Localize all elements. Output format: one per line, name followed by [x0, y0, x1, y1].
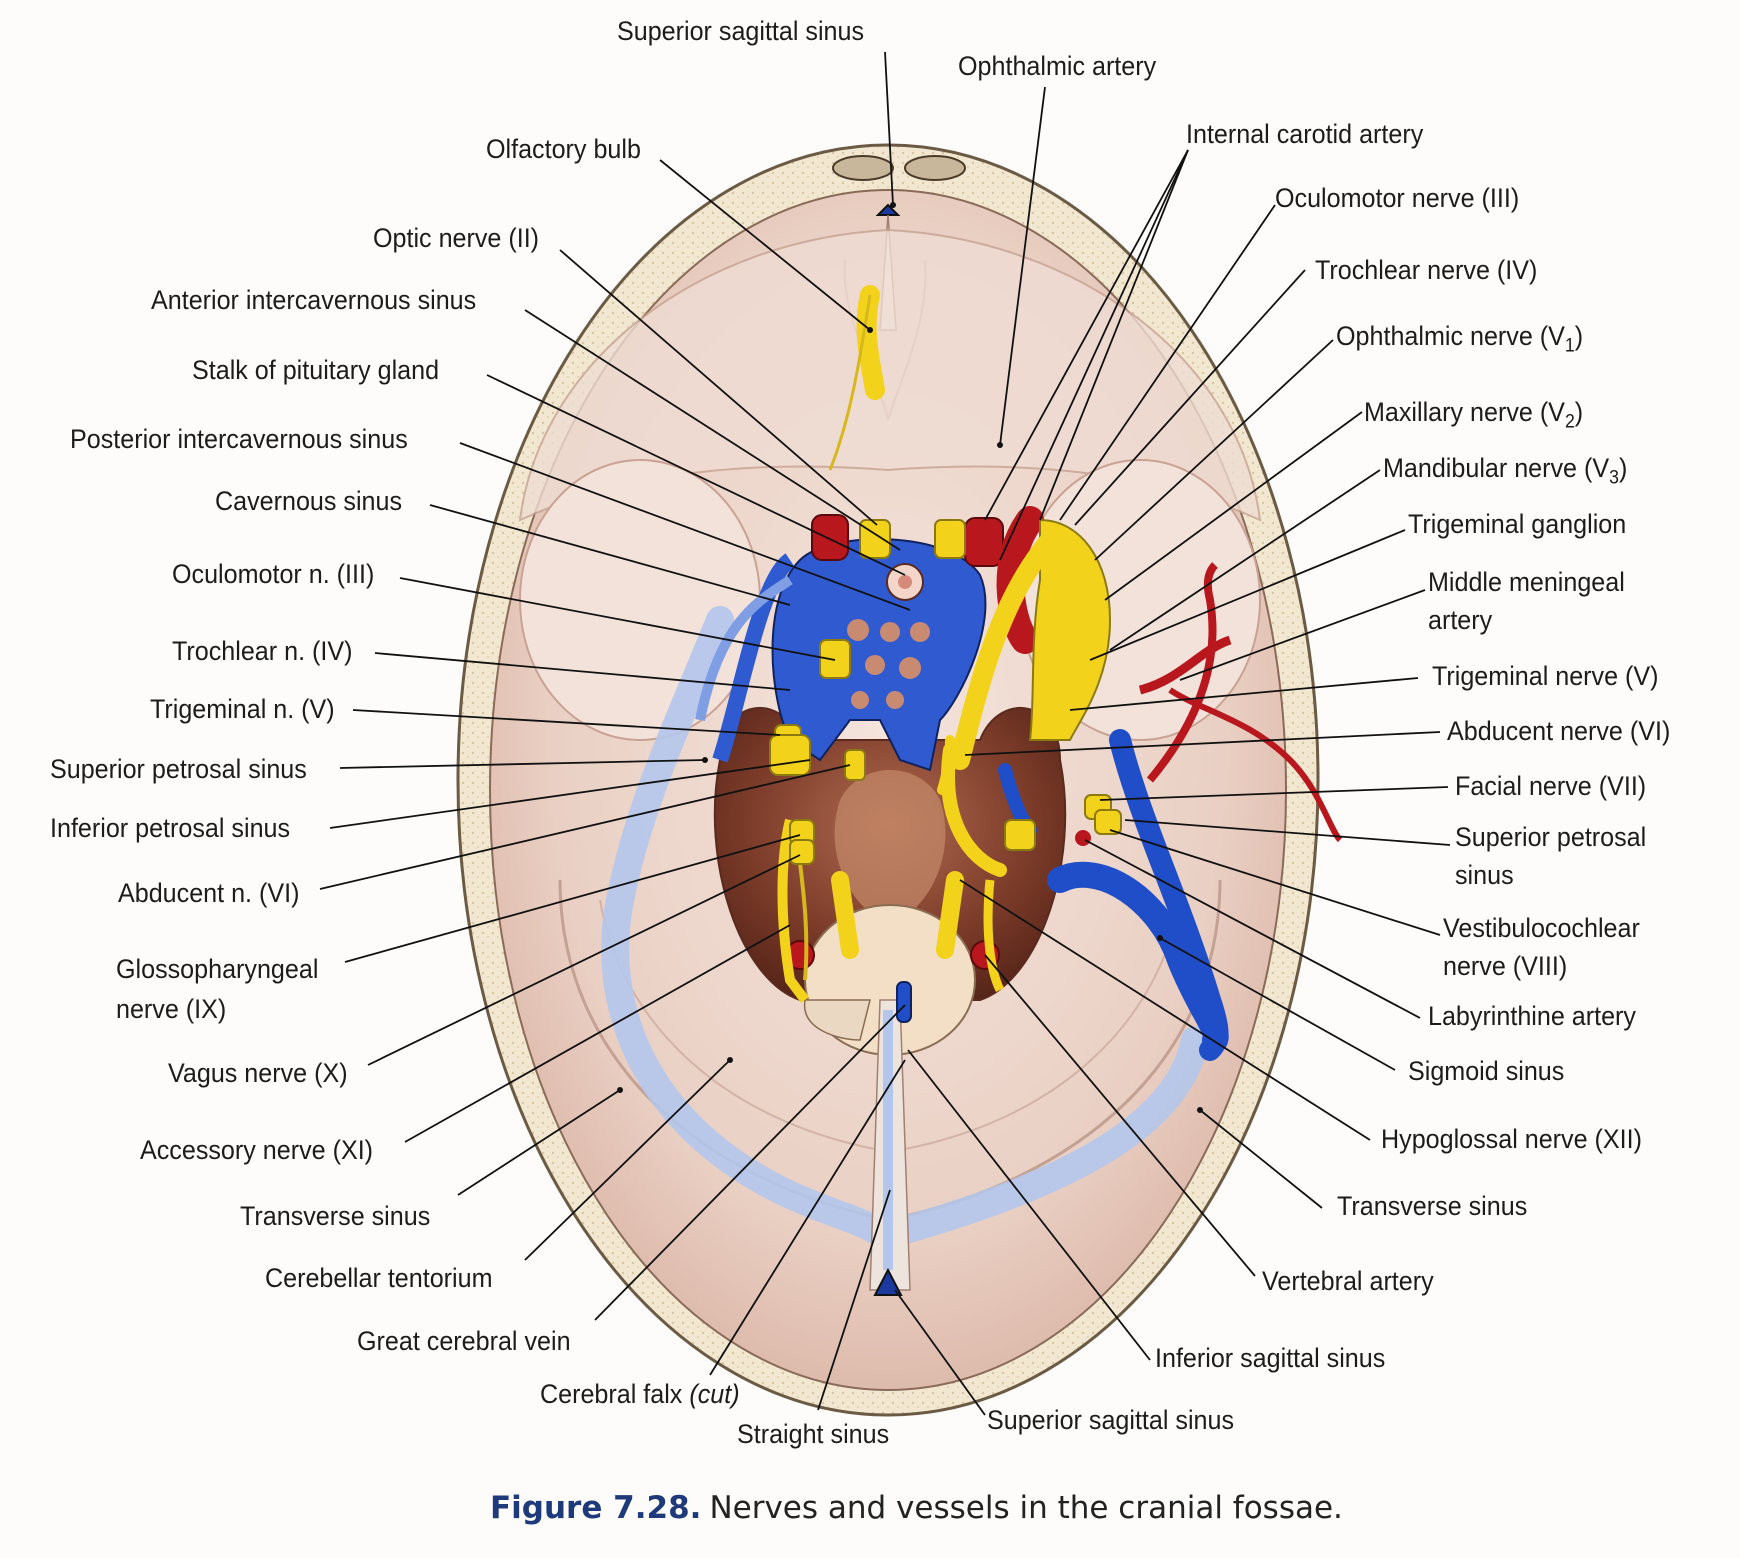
olfactory-tracts	[828, 285, 885, 471]
label-cavernous-sinus: Cavernous sinus	[215, 486, 403, 516]
label-transverse-sinus-left: Transverse sinus	[240, 1201, 431, 1231]
posterior-fossa	[713, 706, 1067, 1001]
label-middle-meningeal-line1: Middle meningeal	[1428, 567, 1625, 597]
label-maxillary-nerve: Maxillary nerve (V2)	[1364, 396, 1583, 434]
label-maxillary-nerve-close: )	[1574, 397, 1584, 427]
label-mandibular-nerve-close: )	[1618, 453, 1628, 483]
label-trigeminal-n: Trigeminal n. (V)	[150, 694, 335, 724]
label-vertebral-artery: Vertebral artery	[1262, 1266, 1434, 1296]
label-mandibular-nerve-sub: 3	[1609, 467, 1619, 489]
label-oculomotor-n: Oculomotor n. (III)	[172, 559, 375, 589]
transverse-sinus-left	[601, 606, 889, 1244]
label-superior-sagittal-sinus-top: Superior sagittal sinus	[617, 16, 865, 46]
label-abducent-nerve: Abducent nerve (VI)	[1447, 716, 1671, 746]
label-oculomotor-nerve: Oculomotor nerve (III)	[1275, 183, 1520, 213]
label-trigeminal-nerve: Trigeminal nerve (V)	[1432, 661, 1659, 691]
label-trochlear-n: Trochlear n. (IV)	[172, 636, 353, 666]
label-superior-petrosal-line1: Superior petrosal	[1455, 822, 1647, 852]
label-great-cerebral-vein: Great cerebral vein	[357, 1326, 571, 1356]
label-maxillary-nerve-text: Maxillary nerve (V	[1364, 397, 1565, 427]
figure-number: Figure 7.28.	[490, 1490, 702, 1526]
label-ophthalmic-nerve-sub: 1	[1564, 335, 1575, 357]
transverse-sinus-right	[891, 1026, 1209, 1244]
label-anterior-intercavernous-sinus: Anterior intercavernous sinus	[151, 285, 477, 315]
label-mandibular-nerve: Mandibular nerve (V3)	[1383, 452, 1627, 490]
label-trochlear-nerve: Trochlear nerve (IV)	[1315, 255, 1538, 285]
label-vestibulocochlear-line1: Vestibulocochlear	[1443, 913, 1640, 943]
label-labyrinthine-artery: Labyrinthine artery	[1428, 1001, 1636, 1031]
label-inferior-petrosal-sinus: Inferior petrosal sinus	[50, 813, 291, 843]
label-ophthalmic-artery: Ophthalmic artery	[958, 51, 1157, 81]
middle-meningeal-artery	[1138, 562, 1343, 843]
label-vestibulocochlear-nerve: Vestibulocochlear nerve (VIII)	[1443, 912, 1640, 983]
label-cerebellar-tentorium: Cerebellar tentorium	[265, 1263, 493, 1293]
label-vestibulocochlear-line2: nerve (VIII)	[1443, 951, 1568, 982]
label-internal-carotid-artery: Internal carotid artery	[1186, 119, 1424, 149]
label-ophthalmic-nerve-text: Ophthalmic nerve (V	[1336, 321, 1565, 351]
label-facial-nerve: Facial nerve (VII)	[1455, 771, 1647, 801]
label-accessory-nerve: Accessory nerve (XI)	[140, 1135, 374, 1165]
label-ophthalmic-nerve: Ophthalmic nerve (V1)	[1336, 320, 1583, 358]
label-superior-petrosal-line2: sinus	[1455, 860, 1514, 891]
leader-lines	[319, 51, 1451, 1416]
label-olfactory-bulb: Olfactory bulb	[486, 134, 641, 164]
figure-caption-text: Nerves and vessels in the cranial fossae…	[709, 1490, 1343, 1526]
label-sigmoid-sinus: Sigmoid sinus	[1408, 1056, 1565, 1086]
label-middle-meningeal-artery: Middle meningeal artery	[1428, 566, 1625, 637]
label-abducent-n: Abducent n. (VI)	[118, 878, 300, 908]
label-vagus-nerve: Vagus nerve (X)	[168, 1058, 348, 1088]
label-superior-petrosal-sinus-left: Superior petrosal sinus	[50, 754, 307, 784]
label-straight-sinus: Straight sinus	[737, 1419, 890, 1449]
label-cerebral-falx-note: (cut)	[689, 1379, 740, 1409]
label-ophthalmic-nerve-close: )	[1574, 321, 1584, 351]
label-glossopharyngeal-line1: Glossopharyngeal	[116, 954, 319, 984]
label-hypoglossal-nerve: Hypoglossal nerve (XII)	[1381, 1124, 1642, 1154]
label-maxillary-nerve-sub: 2	[1564, 411, 1575, 433]
label-posterior-intercavernous-sinus: Posterior intercavernous sinus	[70, 424, 408, 454]
trigeminal-ganglion	[950, 518, 1112, 770]
label-cerebral-falx: Cerebral falx (cut)	[540, 1378, 740, 1410]
label-superior-sagittal-sinus-bottom: Superior sagittal sinus	[987, 1405, 1235, 1435]
label-transverse-sinus-right: Transverse sinus	[1337, 1191, 1528, 1221]
label-inferior-sagittal-sinus: Inferior sagittal sinus	[1155, 1343, 1386, 1373]
label-glossopharyngeal: Glossopharyngeal nerve (IX)	[116, 953, 318, 1026]
figure-caption: Figure 7.28.Nerves and vessels in the cr…	[490, 1490, 1343, 1526]
label-optic-nerve: Optic nerve (II)	[373, 223, 540, 253]
label-middle-meningeal-line2: artery	[1428, 605, 1493, 636]
label-cerebral-falx-text: Cerebral falx	[540, 1379, 683, 1409]
label-stalk-pituitary: Stalk of pituitary gland	[192, 355, 440, 385]
label-superior-petrosal-sinus-right: Superior petrosal sinus	[1455, 821, 1646, 892]
label-trigeminal-ganglion: Trigeminal ganglion	[1408, 509, 1627, 539]
label-mandibular-nerve-text: Mandibular nerve (V	[1383, 453, 1610, 483]
label-glossopharyngeal-line2: nerve (IX)	[116, 994, 227, 1025]
